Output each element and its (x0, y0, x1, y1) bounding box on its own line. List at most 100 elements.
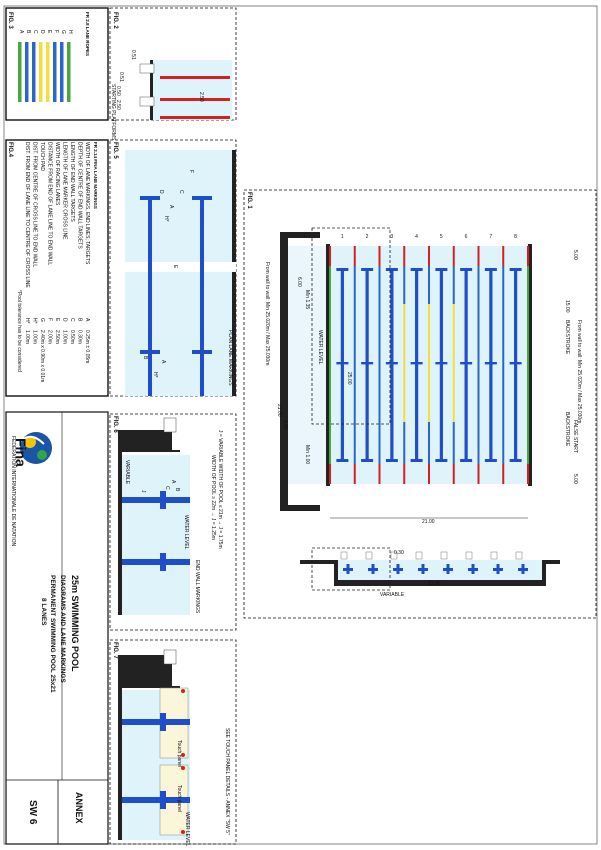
lane-rope-segment (502, 266, 505, 304)
fig3-frame (5, 7, 109, 121)
fig1-lane-lines (336, 268, 522, 462)
lane-number: 3 (390, 234, 393, 240)
lane-rope (39, 42, 43, 102)
lane-rope-legend-label: C (32, 30, 38, 34)
end-wall-target (122, 497, 190, 503)
title-line4: 8 LANES (40, 598, 47, 626)
cross-line (435, 459, 448, 462)
cross-line (336, 268, 349, 271)
fig5-water (125, 150, 235, 396)
lane-rope-segment (452, 422, 455, 464)
lane-rope-legend-label: E (46, 30, 52, 34)
end-wall-target (122, 719, 190, 725)
lane-rope-segment (477, 304, 480, 422)
cross-line (336, 362, 349, 365)
fig3-title: FR 2.8 LANE ROPES (85, 12, 90, 56)
lane-rope-segment (378, 422, 381, 464)
lane-rope (60, 42, 64, 102)
lane-rope-segment (353, 266, 356, 304)
dim-width: 21.00 (422, 519, 435, 525)
section-markings (340, 551, 528, 574)
cross-line (385, 459, 398, 462)
table-row-code: C (69, 318, 75, 322)
fig6-letter: B (174, 488, 180, 492)
false-start-label: FALSE START (572, 420, 578, 453)
lane-rope-segment (428, 304, 430, 422)
lane-rope-segment (428, 422, 430, 464)
lane-ropes (18, 42, 71, 102)
cross-line (336, 459, 349, 462)
sheet-border (3, 5, 598, 845)
fig5-letter: A (168, 205, 174, 209)
lane-number: 6 (465, 234, 468, 240)
fig6-wall (118, 430, 180, 615)
lane-rope-segment (403, 422, 406, 464)
fig5-letter: E (172, 265, 178, 269)
lane-rope-legend-label: H (67, 30, 73, 34)
dim-030: 0.30 (394, 550, 404, 556)
table-row-code: H* (32, 318, 38, 324)
title-line1: 25m SWIMMING POOL (70, 575, 80, 672)
lane-line (365, 268, 369, 462)
lane-rope-segment (329, 304, 331, 422)
section-platform (490, 551, 498, 560)
table-row-value: 2.50m (54, 330, 60, 344)
lane-rope-segment (452, 304, 455, 422)
table-row-value: 1.00m (24, 330, 30, 344)
dim-min1b: Min 1.00 (304, 445, 310, 464)
fig5-lane-lines (140, 196, 212, 396)
section-target-cross (521, 564, 525, 574)
fig6-caption: END WALL MARKINGS (194, 560, 200, 614)
table-row-code: A (84, 318, 90, 322)
pool-end-wall (528, 244, 532, 486)
fig5-break (110, 262, 236, 272)
fig6-j-note2: WIDTH OF POOL ≥ 22m → J = 1.25m (210, 455, 216, 540)
table-row-label: WIDTH OF RACING LANES (54, 142, 60, 206)
dim-width-bottom: 21.00 (428, 581, 441, 587)
lane-rope-red (378, 464, 381, 484)
fig5-letter: H* (152, 372, 158, 378)
lane-line (390, 268, 394, 462)
pool-section-wall (300, 560, 560, 586)
dim-600: 6.00 (296, 277, 302, 287)
title-line3: PERMANENT SWIMMING POOL 25x21 (49, 575, 56, 693)
lane-rope-legend-label: D (39, 30, 45, 34)
lane-rope-legend-label: B (25, 30, 31, 34)
backstroke-label: BACKSTROKE (564, 412, 570, 447)
end-wall-target-cross (160, 713, 166, 731)
fig2-water (152, 60, 232, 120)
lane-rope-segment (527, 304, 529, 422)
cross-line (484, 268, 497, 271)
lane-rope-red (502, 246, 505, 266)
lane-rope-segment (428, 266, 430, 304)
table-row-value: 0.30m (77, 330, 83, 344)
lane-rope-segment (477, 266, 480, 304)
fig5-label: FIG. 5 (112, 142, 118, 159)
fig2-d250b: 2.50 (198, 92, 204, 102)
table-row-value: 1.00m (32, 330, 38, 344)
lane-rope-segment (353, 304, 356, 422)
table-row-value: 1.00m (62, 330, 68, 344)
section-platform (365, 551, 373, 560)
pool-shallow-area (288, 246, 330, 484)
lane-rope-segment (329, 266, 331, 304)
lane-rope-red (378, 246, 381, 266)
lane-number: 4 (415, 234, 418, 240)
cross-line (361, 268, 374, 271)
annex-label: ANNEX (74, 792, 84, 824)
fig7-touch-panel2: Touch panel (176, 785, 182, 812)
table-row-code: B (77, 318, 83, 322)
section-target-cross (446, 564, 450, 574)
cross-line (435, 362, 448, 365)
lane-rope-red (329, 246, 331, 266)
fig5-letter: F (188, 170, 194, 173)
fig5-letter: B (142, 356, 148, 360)
lane-rope (67, 42, 71, 102)
lane-rope-segment (502, 422, 505, 464)
cross-line (385, 362, 398, 365)
fig7-panel: FIG. 7 Touch panel Touch panel WATER LEV… (109, 639, 237, 847)
table-row-code: H* (24, 318, 30, 324)
table-row-label: LENGTH OF LANE MARKER CROSS LINE (62, 142, 68, 240)
